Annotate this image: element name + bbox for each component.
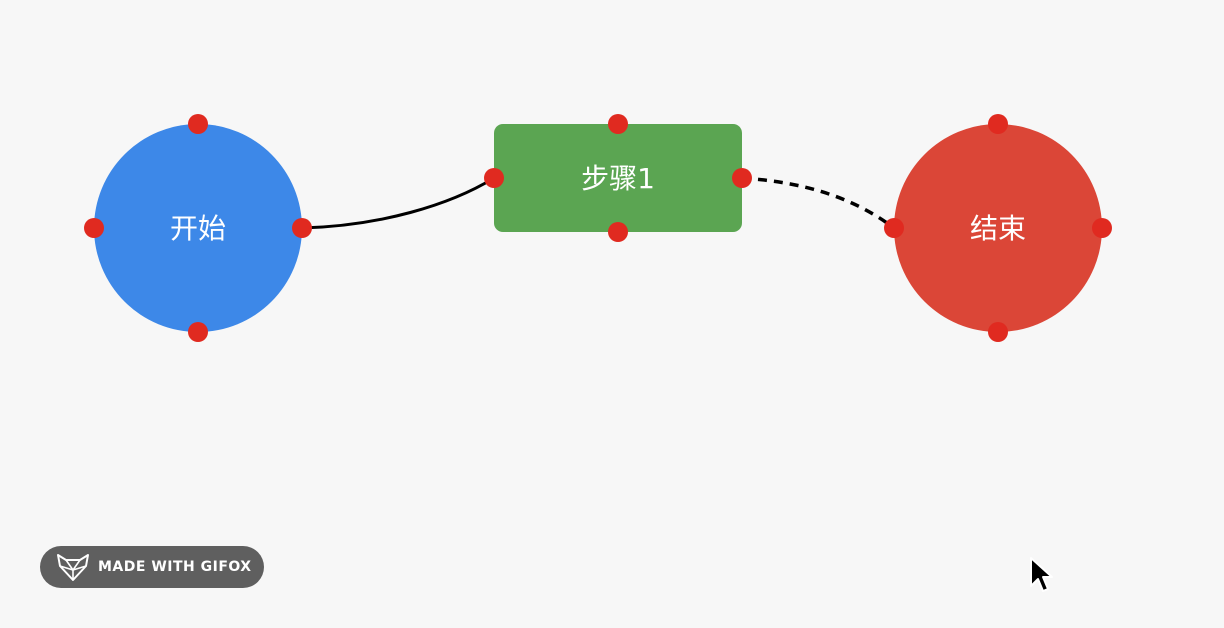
anchor-step1-bottom[interactable] [608,222,628,242]
anchor-end-bottom[interactable] [988,322,1008,342]
anchor-step1-top[interactable] [608,114,628,134]
fox-icon [57,554,89,581]
node-end-label: 结束 [970,212,1026,245]
anchor-start-bottom[interactable] [188,322,208,342]
anchor-start-top[interactable] [188,114,208,134]
node-step1-label: 步骤1 [581,162,655,195]
anchor-start-left[interactable] [84,218,104,238]
badge-label: MADE WITH GIFOX [98,559,252,575]
node-end-shape[interactable] [894,124,1102,332]
anchor-end-left[interactable] [884,218,904,238]
anchor-step1-right[interactable] [732,168,752,188]
node-step1[interactable]: 步骤1 [484,114,752,242]
node-start[interactable]: 开始 [84,114,312,342]
anchor-end-top[interactable] [988,114,1008,134]
anchor-end-right[interactable] [1092,218,1112,238]
made-with-gifox-badge: MADE WITH GIFOX [40,546,264,588]
node-step1-shape[interactable] [494,124,742,232]
anchor-start-right[interactable] [292,218,312,238]
edge-step1-to-end[interactable] [741,176,896,230]
node-start-label: 开始 [170,212,226,245]
mouse-pointer-icon [1030,557,1053,592]
node-start-shape[interactable] [94,124,302,332]
anchor-step1-left[interactable] [484,168,504,188]
edge-start-to-step1[interactable] [301,176,495,230]
node-end[interactable]: 结束 [884,114,1112,342]
